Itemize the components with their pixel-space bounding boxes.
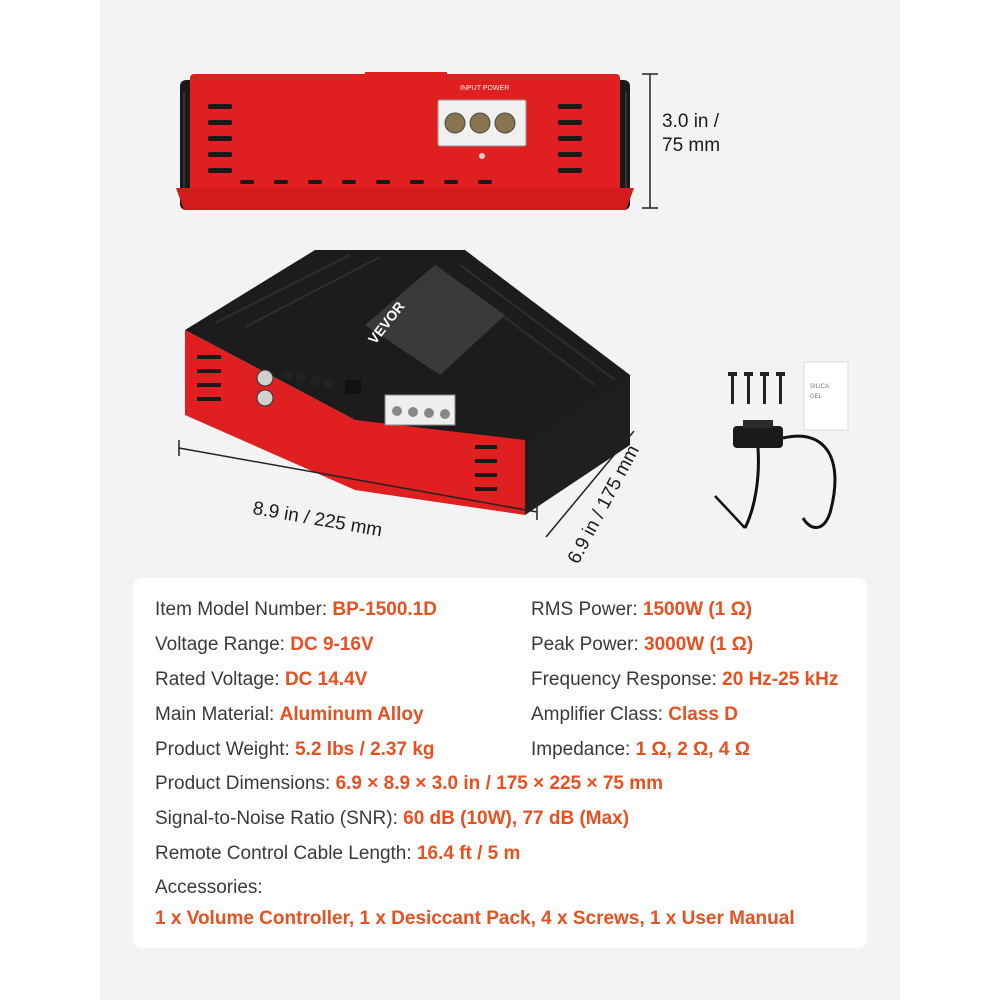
packet-text-1: SILICA <box>810 384 829 390</box>
width-dimension-line <box>545 430 635 538</box>
specifications-panel: Item Model Number: BP-1500.1D Voltage Ra… <box>133 578 867 948</box>
spec-accessories-heading: Accessories: <box>155 876 263 900</box>
height-dimension-line <box>642 73 658 209</box>
spec-value: 5.2 lbs / 2.37 kg <box>295 739 435 760</box>
spec-model: Item Model Number: BP-1500.1D <box>155 598 437 622</box>
spec-value: 1500W (1 Ω) <box>642 599 753 620</box>
height-label: 3.0 in / 75 mm <box>662 110 720 158</box>
spec-cable-length: Remote Control Cable Length: 16.4 ft / 5… <box>155 842 520 866</box>
spec-label: Amplifier Class: <box>531 704 669 725</box>
spec-label: Voltage Range: <box>155 634 291 655</box>
screws-icon <box>728 372 785 404</box>
spec-label: Signal-to-Noise Ratio (SNR): <box>155 808 404 829</box>
input-power-label: INPUT POWER <box>460 85 509 92</box>
accessories-list: 1 x Volume Controller, 1 x Desiccant Pac… <box>155 908 795 929</box>
spec-impedance: Impedance: 1 Ω, 2 Ω, 4 Ω <box>531 738 750 762</box>
spec-label: Product Weight: <box>155 739 296 760</box>
spec-frequency-response: Frequency Response: 20 Hz-25 kHz <box>531 668 838 692</box>
spec-label: Remote Control Cable Length: <box>155 843 417 864</box>
spec-value: BP-1500.1D <box>332 599 437 620</box>
spec-label: Peak Power: <box>531 634 644 655</box>
spec-label: Main Material: <box>155 704 280 725</box>
spec-label: Impedance: <box>531 739 636 760</box>
spec-label: RMS Power: <box>531 599 643 620</box>
height-mm: 75 mm <box>662 135 721 156</box>
spec-value: 20 Hz-25 kHz <box>722 669 839 690</box>
amplifier-perspective-view: VEVOR <box>185 250 630 515</box>
spec-value: DC 14.4V <box>284 669 368 690</box>
spec-voltage-range: Voltage Range: DC 9-16V <box>155 633 374 657</box>
volume-controller-icon <box>714 420 837 529</box>
spec-value: 60 dB (10W), 77 dB (Max) <box>403 808 630 829</box>
spec-weight: Product Weight: 5.2 lbs / 2.37 kg <box>155 738 435 762</box>
length-dimension-line <box>178 440 538 520</box>
spec-rated-voltage: Rated Voltage: DC 14.4V <box>155 668 367 692</box>
spec-value: Class D <box>668 704 738 725</box>
packet-text-2: GEL <box>810 394 823 400</box>
spec-label: Product Dimensions: <box>155 773 336 794</box>
spec-snr: Signal-to-Noise Ratio (SNR): 60 dB (10W)… <box>155 807 629 831</box>
spec-label: Frequency Response: <box>531 669 723 690</box>
desiccant-pack-icon: SILICA GEL <box>803 361 849 431</box>
spec-value: 3000W (1 Ω) <box>644 634 754 655</box>
height-in: 3.0 in / <box>662 111 720 132</box>
spec-value: 16.4 ft / 5 m <box>416 843 521 864</box>
spec-value: Aluminum Alloy <box>279 704 424 725</box>
spec-peak-power: Peak Power: 3000W (1 Ω) <box>531 633 753 657</box>
spec-value: DC 9-16V <box>290 634 374 655</box>
spec-label: Item Model Number: <box>155 599 333 620</box>
spec-value: 1 Ω, 2 Ω, 4 Ω <box>635 739 750 760</box>
spec-value: 6.9 × 8.9 × 3.0 in / 175 × 225 × 75 mm <box>335 773 664 794</box>
spec-material: Main Material: Aluminum Alloy <box>155 703 424 727</box>
spec-label: Accessories: <box>155 877 263 898</box>
spec-dimensions: Product Dimensions: 6.9 × 8.9 × 3.0 in /… <box>155 772 663 796</box>
spec-amplifier-class: Amplifier Class: Class D <box>531 703 738 727</box>
spec-label: Rated Voltage: <box>155 669 285 690</box>
spec-rms-power: RMS Power: 1500W (1 Ω) <box>531 598 752 622</box>
amplifier-side-view: INPUT POWER <box>176 72 634 210</box>
